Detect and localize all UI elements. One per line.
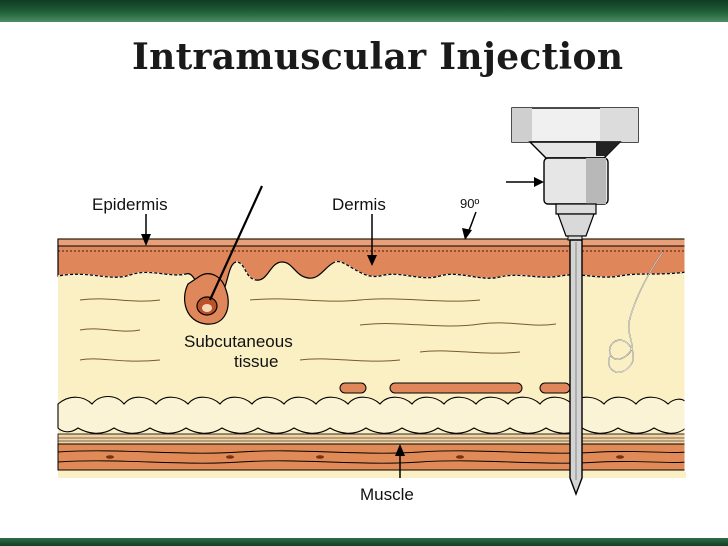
slide-top-border — [0, 0, 728, 22]
hub-arrow — [506, 177, 544, 187]
slide-title: Intramuscular Injection — [132, 36, 624, 78]
fat-lobules — [57, 395, 687, 434]
label-angle: 90º — [460, 196, 479, 211]
muscle-layer — [57, 443, 687, 471]
subcutaneous-fibers — [79, 298, 557, 362]
label-epidermis: Epidermis — [92, 195, 168, 214]
label-muscle: Muscle — [360, 485, 414, 504]
label-tissue: tissue — [234, 352, 278, 371]
hair-follicle — [184, 185, 264, 325]
blood-vessel — [339, 382, 571, 394]
slide-bottom-border — [0, 538, 728, 546]
label-subcutaneous: Subcutaneous — [184, 332, 293, 351]
syringe — [511, 107, 639, 496]
label-dermis: Dermis — [332, 195, 386, 214]
